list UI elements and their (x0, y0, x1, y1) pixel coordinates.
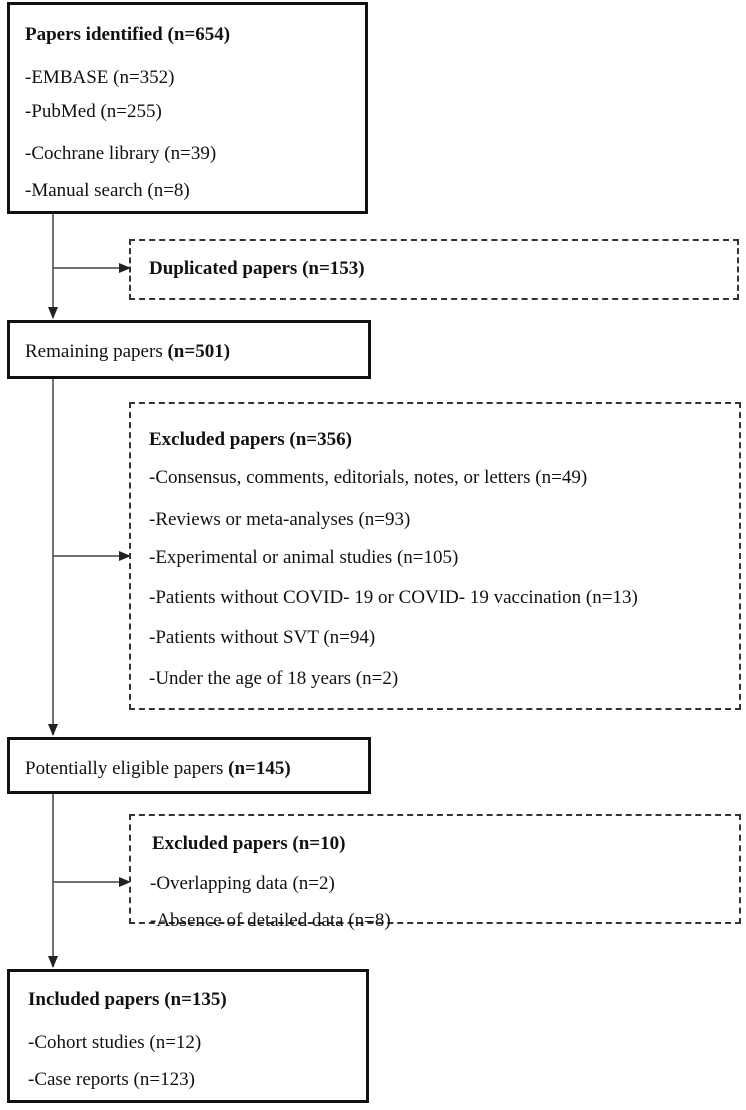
duplicated-title: Duplicated papers (n=153) (149, 258, 365, 279)
included-item-cohort: -Cohort studies (n=12) (28, 1032, 202, 1053)
identified-item-manual: -Manual search (n=8) (25, 180, 190, 201)
eligible-count: (n=145) (228, 758, 291, 779)
excluded-2-item: -Absence of detailed data (n=8) (150, 910, 391, 931)
identified-title: Papers identified (n=654) (25, 24, 231, 45)
identified-box: Papers identified (n=654) -EMBASE (n=352… (7, 2, 368, 214)
identified-item-pubmed: -PubMed (n=255) (25, 101, 162, 122)
included-item-case: -Case reports (n=123) (28, 1069, 195, 1090)
excluded-2-box: Excluded papers (n=10) -Overlapping data… (129, 814, 741, 930)
excluded-1-box: Excluded papers (n=356) -Consensus, comm… (129, 402, 741, 710)
excluded-1-item: -Consensus, comments, editorials, notes,… (149, 467, 588, 488)
remaining-label: Remaining papers (25, 341, 163, 362)
excluded-1-item: -Patients without SVT (n=94) (149, 627, 376, 648)
excluded-2-title: Excluded papers (n=10) (152, 833, 346, 854)
excluded-1-title: Excluded papers (n=356) (149, 429, 352, 450)
remaining-count: (n=501) (167, 341, 231, 362)
excluded-1-item: -Reviews or meta-analyses (n=93) (149, 509, 411, 530)
excluded-1-item: -Experimental or animal studies (n=105) (149, 547, 459, 568)
eligible-box: Potentially eligible papers (n=145) (7, 737, 371, 794)
remaining-box: Remaining papers (n=501) (7, 320, 371, 379)
eligible-text: Potentially eligible papers (n=145) (25, 759, 291, 778)
excluded-1-item: -Under the age of 18 years (n=2) (149, 668, 399, 689)
included-box: Included papers (n=135) -Cohort studies … (7, 969, 369, 1103)
remaining-text: Remaining papers (n=501) (25, 342, 230, 361)
excluded-1-item: -Patients without COVID- 19 or COVID- 19… (149, 587, 638, 608)
excluded-2-item: -Overlapping data (n=2) (150, 873, 335, 894)
eligible-label: Potentially eligible papers (25, 758, 224, 779)
identified-item-cochrane: -Cochrane library (n=39) (25, 143, 217, 164)
duplicated-box: Duplicated papers (n=153) (129, 239, 739, 300)
included-title: Included papers (n=135) (28, 989, 227, 1010)
identified-item-embase: -EMBASE (n=352) (25, 67, 175, 88)
